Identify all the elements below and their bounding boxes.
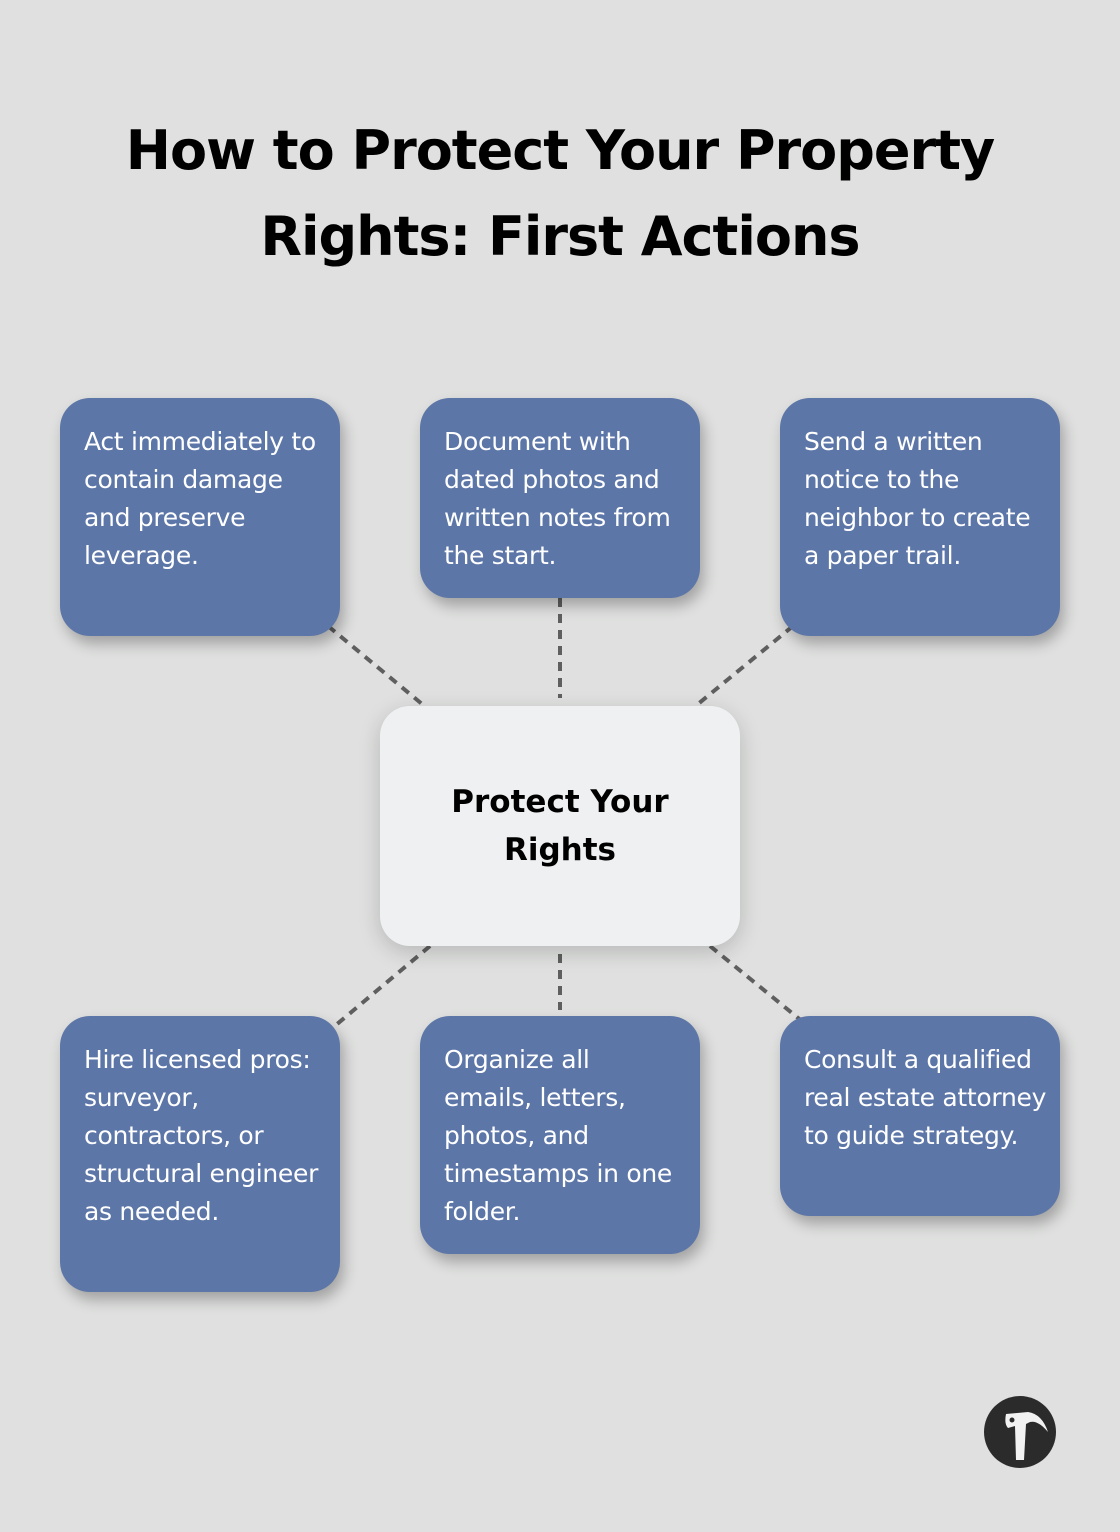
connector-top-right [696,624,795,706]
action-text: Send a written notice to the neighbor to… [804,427,1031,570]
action-card-hire-pros: Hire licensed pros: surveyor, contractor… [60,1016,340,1292]
action-card-organize: Organize all emails, letters, photos, an… [420,1016,700,1254]
title-line-1: How to Protect Your Property [125,119,995,182]
connector-bottom-right [708,944,805,1024]
connector-bottom-left [328,944,432,1032]
action-card-attorney: Consult a qualified real estate attorney… [780,1016,1060,1216]
action-text: Consult a qualified real estate attorney… [804,1045,1047,1150]
action-text: Act immediately to contain damage and pr… [84,427,316,570]
action-text: Organize all emails, letters, photos, an… [444,1045,672,1226]
title-line-2: Rights: First Actions [260,205,860,268]
central-node-label: Protect Your Rights [451,784,669,868]
action-text: Document with dated photos and written n… [444,427,671,570]
action-card-written-notice: Send a written notice to the neighbor to… [780,398,1060,636]
page-title: How to Protect Your Property Rights: Fir… [0,108,1120,280]
central-node: Protect Your Rights [380,706,740,946]
action-text: Hire licensed pros: surveyor, contractor… [84,1045,319,1226]
action-card-document: Document with dated photos and written n… [420,398,700,598]
action-card-act-immediately: Act immediately to contain damage and pr… [60,398,340,636]
hammer-icon [1005,1412,1048,1460]
brand-logo [984,1396,1056,1468]
connector-top-left [326,624,424,706]
